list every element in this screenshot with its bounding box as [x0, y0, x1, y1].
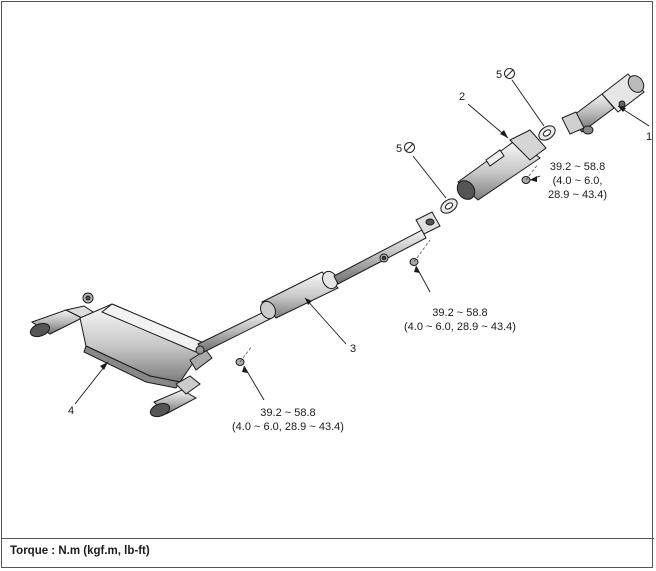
gasket-number: 5	[496, 69, 503, 81]
do-not-reuse-icon	[504, 68, 516, 79]
part-label-1: 1	[646, 131, 653, 143]
torque-spec-upper-right: 39.2 ~ 58.8 (4.0 ~ 6.0, 28.9 ~ 43.4)	[548, 160, 607, 202]
front-muffler	[561, 73, 645, 135]
torque-value: 39.2 ~ 58.8	[432, 307, 488, 319]
torque-value: 39.2 ~ 58.8	[549, 161, 606, 173]
gasket-number: 5	[396, 143, 403, 155]
part-label-2: 2	[459, 91, 466, 103]
torque-unit-note: Torque : N.m (kgf.m, lb-ft)	[10, 545, 150, 557]
torque-value-kgf: (4.0 ~ 6.0,	[552, 175, 603, 187]
leader-arrowheads	[100, 106, 626, 373]
gasket-label-upper: 5	[496, 68, 516, 82]
assembly-lines	[239, 163, 539, 363]
center-muffler	[260, 211, 441, 320]
part-label-3: 3	[350, 343, 357, 355]
leader-lines	[74, 79, 650, 405]
gasket-upper	[538, 125, 556, 141]
torque-spec-middle: 39.2 ~ 58.8 (4.0 ~ 6.0, 28.9 ~ 43.4)	[404, 306, 516, 334]
torque-value: 39.2 ~ 58.8	[260, 407, 316, 419]
do-not-reuse-icon	[404, 142, 416, 153]
torque-value-lbft: 28.9 ~ 43.4)	[548, 189, 608, 201]
torque-value-alt: (4.0 ~ 6.0, 28.9 ~ 43.4)	[404, 321, 516, 333]
torque-spec-lower: 39.2 ~ 58.8 (4.0 ~ 6.0, 28.9 ~ 43.4)	[232, 406, 344, 434]
torque-value-alt: (4.0 ~ 6.0, 28.9 ~ 43.4)	[232, 421, 344, 433]
rear-pipe	[195, 309, 273, 355]
main-muffler	[29, 292, 213, 418]
gasket-label-lower: 5	[396, 142, 416, 156]
catalytic-converter	[456, 129, 547, 201]
footer-divider	[1, 538, 654, 539]
part-label-4: 4	[68, 405, 75, 417]
gasket-lower	[440, 198, 458, 214]
